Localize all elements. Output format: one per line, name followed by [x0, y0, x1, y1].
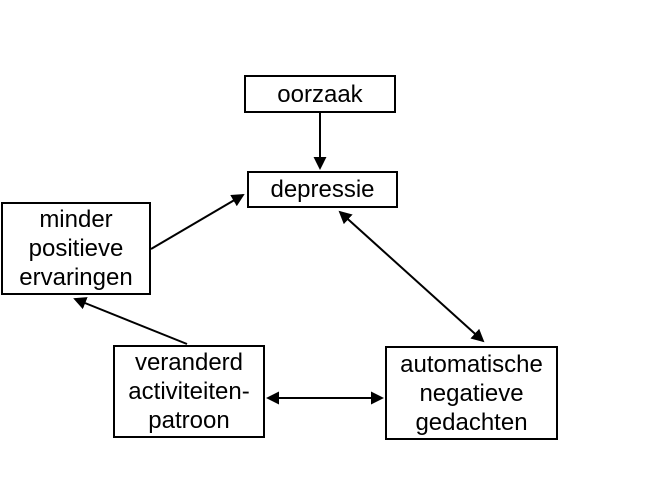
- node-minder-positieve-ervaringen: minder positieve ervaringen: [1, 202, 151, 295]
- arrow-veranderd-to-minder: [73, 297, 188, 345]
- node-veranderd-activiteitenpatroon: veranderd activiteiten- patroon: [113, 345, 265, 438]
- node-depressie: depressie: [247, 171, 398, 208]
- arrow-depressie-automatisch-two-way: [338, 210, 485, 343]
- node-oorzaak: oorzaak: [244, 75, 396, 113]
- node-automatische-negatieve-gedachten: automatische negatieve gedachten: [385, 346, 558, 440]
- arrow-minder-to-depressie: [150, 194, 245, 250]
